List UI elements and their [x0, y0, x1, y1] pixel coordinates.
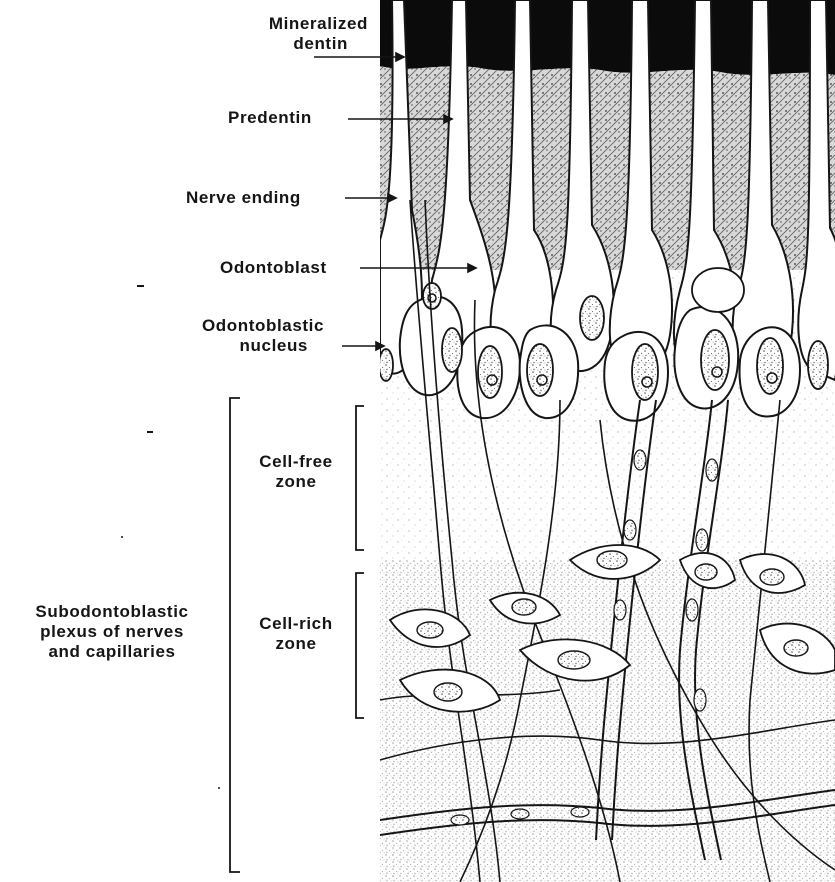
odontoblastic-nucleus-label: Odontoblastic nucleus [178, 316, 348, 356]
odontoblast-label: Odontoblast [220, 258, 327, 278]
mineralized-dentin-label: Mineralized dentin [269, 14, 368, 54]
subodontoblastic-plexus-label: Subodontoblastic plexus of nerves and ca… [0, 602, 224, 662]
predentin-label: Predentin [228, 108, 312, 128]
scan-specks [121, 285, 220, 789]
nerve-ending-label-text: Nerve ending [186, 188, 301, 207]
subodontoblastic-plexus-label-line2: plexus of nerves [0, 622, 224, 642]
cell-rich-zone-label: Cell-rich zone [240, 614, 352, 654]
cell-free-zone-label-line1: Cell-free [240, 452, 352, 472]
odontoblastic-nucleus-label-line2: nucleus [178, 336, 348, 356]
mineralized-dentin-label-line1: Mineralized [269, 14, 368, 34]
cell-free-zone-label: Cell-free zone [240, 452, 352, 492]
plexus-bracket [230, 398, 240, 872]
nerve-ending-label: Nerve ending [186, 188, 301, 208]
cell-free-zone-label-line2: zone [240, 472, 352, 492]
cell-rich-zone-label-line1: Cell-rich [240, 614, 352, 634]
subodontoblastic-plexus-label-line3: and capillaries [0, 642, 224, 662]
odontoblastic-nucleus-label-line1: Odontoblastic [178, 316, 348, 336]
mineralized-dentin-label-line2: dentin [269, 34, 348, 54]
cell-rich-zone-label-line2: zone [240, 634, 352, 654]
cell-rich-bracket [356, 573, 364, 718]
cell-free-bracket [356, 406, 364, 550]
predentin-label-text: Predentin [228, 108, 312, 127]
odontoblast-label-text: Odontoblast [220, 258, 327, 277]
subodontoblastic-plexus-label-line1: Subodontoblastic [0, 602, 224, 622]
